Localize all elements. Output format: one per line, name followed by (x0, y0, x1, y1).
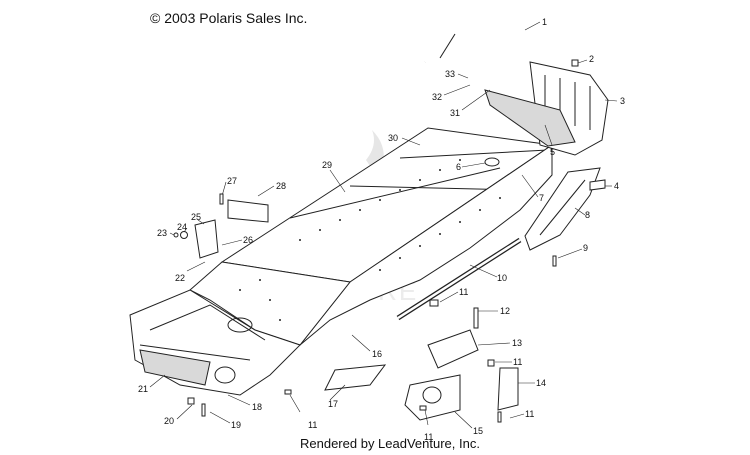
callout-11-a: 11 (459, 287, 468, 297)
callout-17: 17 (328, 399, 338, 409)
callout-18: 18 (252, 402, 262, 412)
copyright-notice: © 2003 Polaris Sales Inc. (150, 10, 308, 26)
callout-1: 1 (542, 17, 547, 27)
callout-14: 14 (536, 378, 546, 388)
callout-15: 15 (473, 426, 483, 436)
callout-32: 32 (432, 92, 442, 102)
callout-2: 2 (589, 54, 594, 64)
callout-10: 10 (497, 273, 507, 283)
end-cap (589, 179, 606, 191)
side-rail (396, 237, 522, 321)
callout-11-c: 11 (525, 409, 534, 419)
callout-11-b: 11 (513, 357, 522, 367)
snow-flap (484, 61, 609, 156)
rivet-holes (239, 159, 501, 321)
callout-layer: 1 2 3 4 5 6 7 8 9 10 11 11 11 1 (138, 17, 625, 442)
callout-30: 30 (388, 133, 398, 143)
callout-25: 25 (191, 212, 201, 222)
rendered-by-footer: Rendered by LeadVenture, Inc. (300, 436, 480, 451)
callout-13: 13 (512, 338, 522, 348)
callout-8: 8 (585, 210, 590, 220)
callout-33: 33 (445, 69, 455, 79)
callout-29: 29 (322, 160, 332, 170)
callout-3: 3 (620, 96, 625, 106)
rear-bumper-tube (423, 27, 532, 96)
callout-22: 22 (175, 273, 185, 283)
callout-12: 12 (500, 306, 510, 316)
chassis-tunnel (129, 127, 554, 396)
callout-9: 9 (583, 243, 588, 253)
callout-26: 26 (243, 235, 253, 245)
callout-19: 19 (231, 420, 241, 430)
lower-brackets (324, 329, 519, 421)
callout-28: 28 (276, 181, 286, 191)
front-brackets (173, 199, 269, 259)
callout-23: 23 (157, 228, 167, 238)
callout-21: 21 (138, 384, 148, 394)
callout-11-e: 11 (308, 420, 317, 430)
callout-7: 7 (539, 193, 544, 203)
callout-16: 16 (372, 349, 382, 359)
callout-31: 31 (450, 108, 460, 118)
callout-27: 27 (227, 176, 237, 186)
callout-6: 6 (456, 162, 461, 172)
callout-20: 20 (164, 416, 174, 426)
running-board (524, 167, 601, 251)
callout-5: 5 (550, 147, 555, 157)
callout-11-d: 11 (424, 432, 433, 442)
hardware-fasteners (187, 59, 579, 423)
callout-24: 24 (177, 222, 187, 232)
callout-4: 4 (614, 181, 619, 191)
